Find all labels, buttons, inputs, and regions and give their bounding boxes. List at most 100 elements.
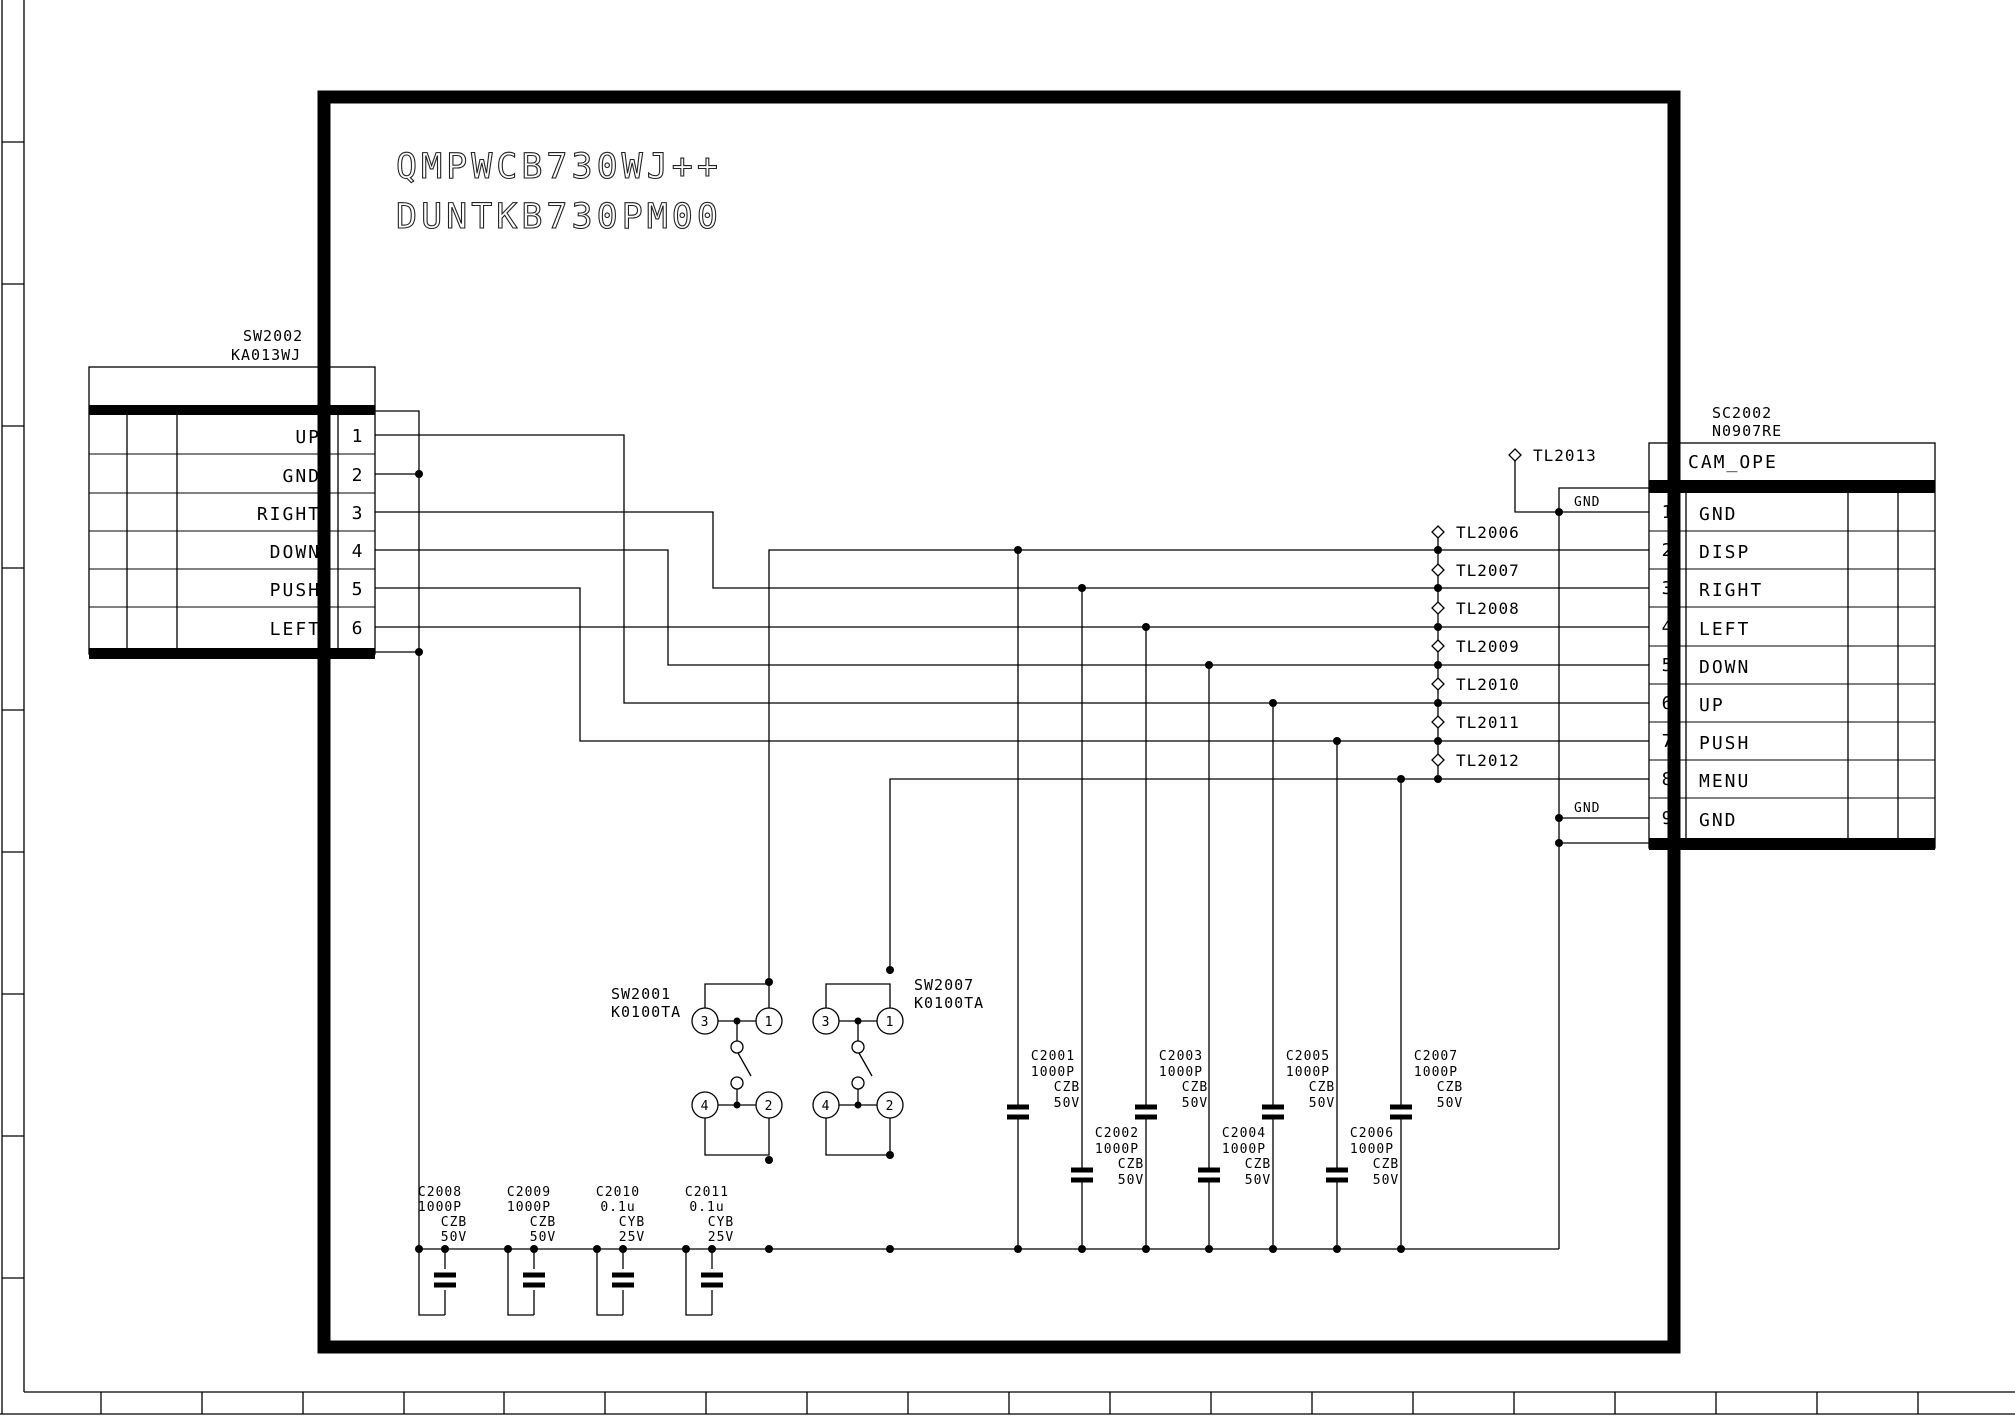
switch-pin-number: 3 [701,1015,710,1030]
cap-type: CZB [1437,1080,1463,1095]
board-code-1: QMPWCB730WJ++ [396,147,722,187]
sc2002-pin-label: GND [1699,504,1738,525]
test-point-label: TL2007 [1456,561,1520,580]
junction-dot [1142,1245,1150,1253]
junction-dot [1205,1245,1213,1253]
cap-voltage: 25V [619,1230,645,1245]
cap-value: 1000P [1414,1065,1458,1080]
sc2002-pin-label: DOWN [1699,657,1750,678]
switch-pin-number: 3 [822,1015,831,1030]
junction-dot [619,1245,627,1253]
test-point-tl2010: TL2010 [1431,675,1519,694]
cap-ref: C2001 [1031,1049,1075,1064]
cap-type: CZB [1118,1157,1144,1172]
cap-type: CYB [619,1215,645,1230]
sc2002-pin-label: LEFT [1699,619,1750,640]
sc2002-pin-label: PUSH [1699,733,1750,754]
sc2002-pin-number: 2 [1662,540,1675,561]
sw2002-pin-number: 4 [352,541,365,562]
switch-pin-number: 4 [701,1099,710,1114]
switch-pin-number: 1 [886,1015,895,1030]
cap-value: 1000P [1095,1142,1139,1157]
junction-dot [1269,699,1277,707]
sc2002-pin-number: 9 [1662,808,1675,829]
cap-type: CZB [1373,1157,1399,1172]
junction-dot [1014,1245,1022,1253]
sw2002-pin-number: 6 [352,618,365,639]
board-code-2: DUNTKB730PM00 [396,197,722,237]
cap-voltage: 25V [708,1230,734,1245]
junction-dot [1555,814,1563,822]
junction-dot [504,1245,512,1253]
cap-type: CZB [1245,1157,1271,1172]
cap-ref: C2007 [1414,1049,1458,1064]
cap-ref: C2011 [685,1185,729,1200]
sc2002-pin-label: UP [1699,695,1725,716]
sc2002-pin-label: RIGHT [1699,580,1763,601]
cap-type: CZB [1182,1080,1208,1095]
cap-type: CZB [530,1215,556,1230]
sw2002-pin-label: UP [295,427,321,448]
test-point-label: TL2006 [1456,523,1520,542]
test-point-tl2009: TL2009 [1431,637,1519,656]
test-point-label: TL2012 [1456,751,1520,770]
junction-dot [1434,661,1442,669]
sc2002-pin-label: MENU [1699,771,1750,792]
sc2002-pin-number: 5 [1662,655,1675,676]
sc2002-pin-label: GND [1699,810,1738,831]
junction-dot [415,1245,423,1253]
gnd-label-1: GND [1574,495,1600,510]
junction-dot [1014,546,1022,554]
wires [375,410,1649,1250]
cap-value: 1000P [1222,1142,1266,1157]
sw2002-part: KA013WJ [231,346,301,364]
sw2002-pin-label: DOWN [270,542,321,563]
sw2002-pin-label: GND [282,466,321,487]
cap-value: 1000P [1031,1065,1075,1080]
test-point-label: TL2011 [1456,713,1520,732]
cap-value: 1000P [1286,1065,1330,1080]
cap-voltage: 50V [1118,1173,1144,1188]
cap-ref: C2009 [507,1185,551,1200]
switch-pin-number: 2 [886,1099,895,1114]
sc2002-pin-number: 7 [1662,731,1675,752]
sw2002-pin-number: 5 [352,579,365,600]
gnd-label-9: GND [1574,801,1600,816]
sc2002-part: N0907RE [1712,422,1782,440]
junction-dot [1555,508,1563,516]
cap-ref: C2002 [1095,1126,1139,1141]
junction-dot [415,648,423,656]
cap-value: 0.1u [689,1200,724,1215]
sc2002-pin-number: 8 [1662,769,1675,790]
switch-pin-number: 4 [822,1099,831,1114]
test-point-tl2012: TL2012 [1431,751,1520,770]
junction-dot [1078,1245,1086,1253]
switch-part: K0100TA [611,1003,681,1021]
junction-dot [441,1245,449,1253]
sc2002-pin-label: DISP [1699,542,1750,563]
cap-voltage: 50V [1245,1173,1271,1188]
switch-part: K0100TA [914,994,984,1012]
junction-dot [1434,584,1442,592]
sc2002-pin-number: 6 [1662,693,1675,714]
cap-voltage: 50V [1182,1096,1208,1111]
cap-ref: C2003 [1159,1049,1203,1064]
sw2002-pin-number: 2 [352,465,365,486]
cap-ref: C2004 [1222,1126,1266,1141]
junction-dot [682,1245,690,1253]
cap-value: 1000P [1159,1065,1203,1080]
junction-dots [415,470,1563,1253]
junction-dot [765,978,773,986]
